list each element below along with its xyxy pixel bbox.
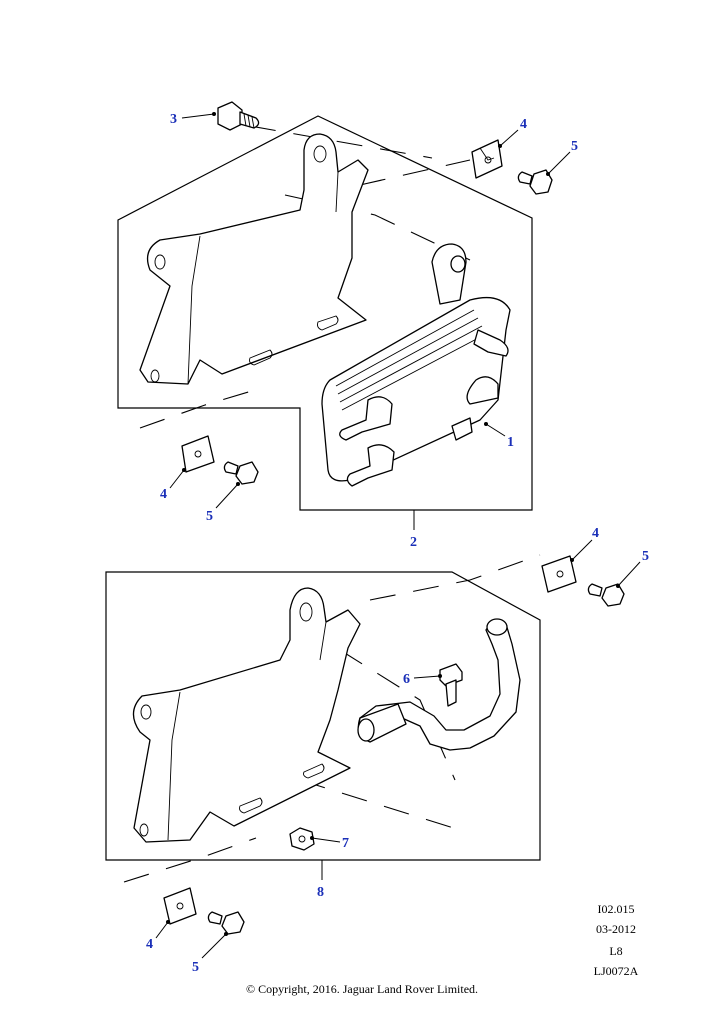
svg-text:1: 1 (507, 435, 514, 450)
callout-3: 3 (170, 112, 216, 127)
diagram-reference: I02.015 (597, 902, 635, 916)
bracket-lower (132, 587, 361, 843)
callout-4-lower-left: 4 (146, 920, 170, 952)
svg-text:5: 5 (571, 139, 578, 154)
callout-2: 2 (410, 510, 417, 550)
axis-line (359, 159, 471, 186)
svg-text:2: 2 (410, 535, 417, 550)
bracket-upper (139, 133, 369, 385)
bolt-3 (217, 101, 260, 131)
callout-4-upper-right: 4 (498, 117, 527, 148)
diagram-date: 03-2012 (596, 922, 636, 936)
axis-line (249, 125, 433, 159)
callout-4-upper-left: 4 (160, 468, 186, 502)
callout-1: 1 (484, 422, 514, 450)
cooler-pipe (357, 618, 521, 751)
bolt-5-lower-left (207, 911, 245, 935)
axis-line (139, 389, 256, 429)
bolt-5-upper-right (517, 169, 553, 195)
clip-nut-4-lower-left (163, 887, 197, 925)
svg-text:5: 5 (192, 960, 199, 975)
kit-2-outline (117, 115, 533, 511)
svg-text:8: 8 (317, 885, 324, 900)
svg-text:3: 3 (170, 112, 177, 127)
nut-7 (289, 827, 315, 851)
callout-5-upper-right: 5 (546, 139, 578, 176)
oil-cooler (321, 243, 511, 487)
diagram-code: LJ0072A (593, 964, 639, 978)
callout-5-lower-left: 5 (192, 932, 228, 975)
bolt-6 (439, 663, 463, 707)
callout-5-lower-right: 5 (616, 549, 649, 588)
svg-text:4: 4 (592, 526, 599, 541)
callout-8: 8 (317, 860, 324, 900)
copyright-notice: © Copyright, 2016. Jaguar Land Rover Lim… (245, 982, 479, 996)
kit-8-outline (105, 571, 541, 861)
svg-text:4: 4 (146, 937, 153, 952)
svg-text:4: 4 (160, 487, 167, 502)
clip-nut-4-lower-right (541, 555, 577, 593)
clip-nut-4-upper-right (471, 139, 503, 179)
axis-line (369, 554, 541, 601)
svg-text:6: 6 (403, 672, 410, 687)
svg-text:4: 4 (520, 117, 527, 132)
bolt-5-upper-left (223, 461, 259, 485)
callout-7: 7 (310, 836, 349, 851)
callout-5-upper-left: 5 (206, 482, 240, 524)
svg-text:5: 5 (206, 509, 213, 524)
svg-text:7: 7 (342, 836, 349, 851)
axis-line (299, 779, 461, 831)
svg-text:5: 5 (642, 549, 649, 564)
clip-nut-4-upper-left (181, 435, 215, 473)
callout-4-lower-right: 4 (570, 526, 599, 562)
axis-line (339, 649, 456, 781)
axis-line (284, 194, 471, 261)
callout-6: 6 (403, 672, 442, 687)
diagram-level: L8 (609, 944, 623, 958)
